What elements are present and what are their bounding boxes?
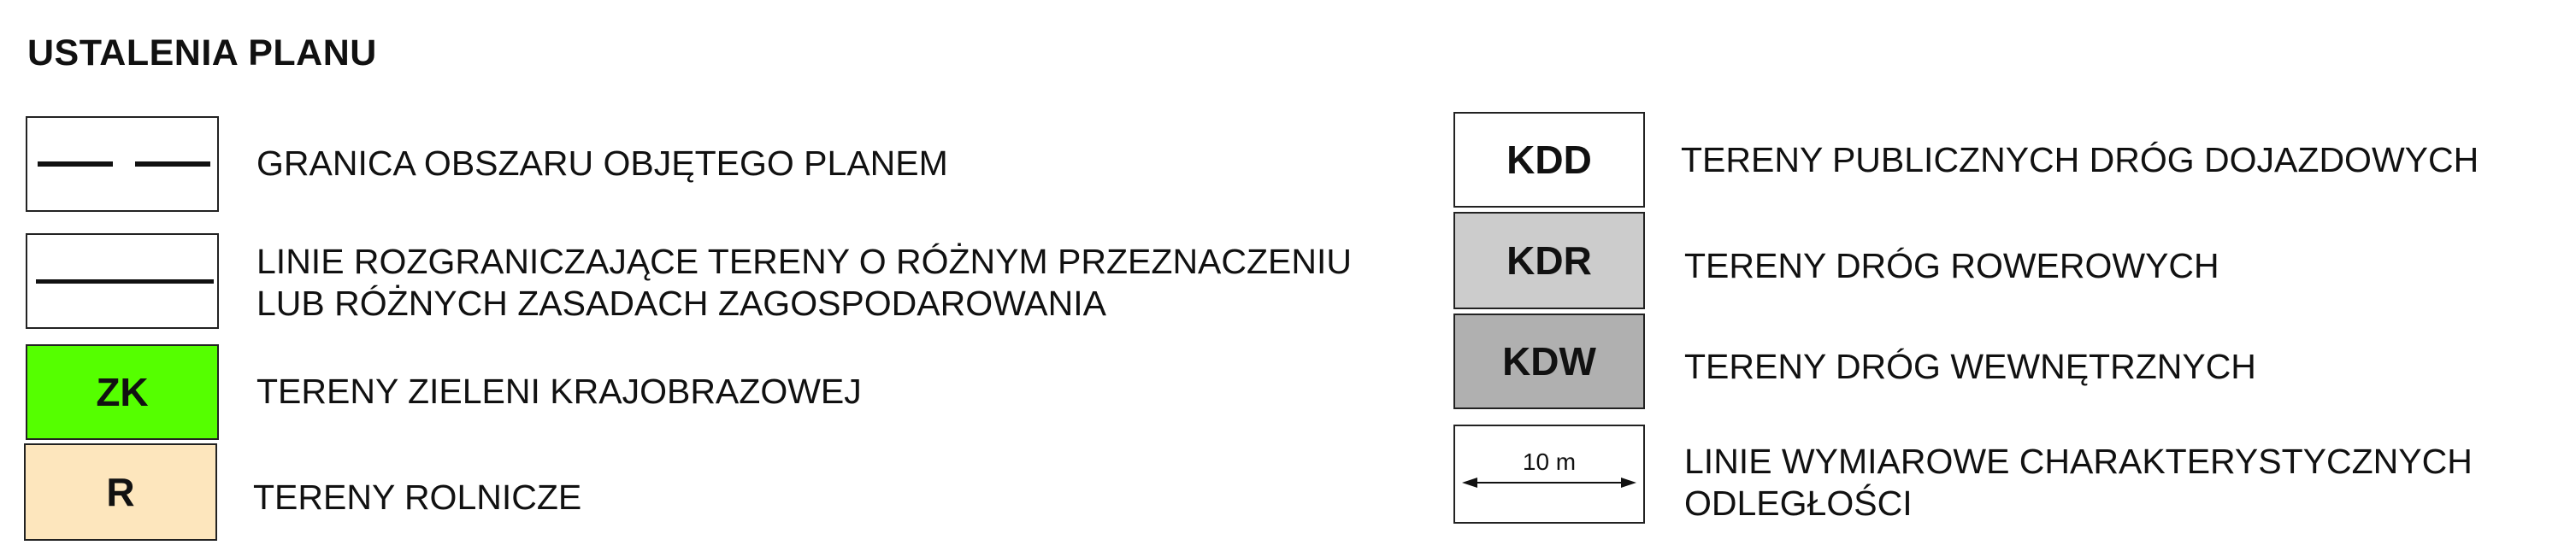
kdw-code: KDW xyxy=(1502,339,1596,384)
kdr-symbol: KDR xyxy=(1453,212,1645,309)
kdw-label: TERENY DRÓG WEWNĘTRZNYCH xyxy=(1684,347,2256,386)
dash-segment xyxy=(135,161,210,167)
kdr-label: TERENY DRÓG ROWEROWYCH xyxy=(1684,246,2219,285)
solid-line-mark xyxy=(36,279,214,284)
zk-label: TERENY ZIELENI KRAJOBRAZOWEJ xyxy=(256,372,862,411)
zk-symbol: ZK xyxy=(26,344,219,440)
r-symbol: R xyxy=(24,443,217,541)
kdd-label: TERENY PUBLICZNYCH DRÓG DOJAZDOWYCH xyxy=(1681,140,2479,179)
plan-boundary-label: GRANICA OBSZARU OBJĘTEGO PLANEM xyxy=(256,144,948,183)
r-label: TERENY ROLNICZE xyxy=(253,478,582,517)
dimension-line-label: LINIE WYMIAROWE CHARAKTERYSTYCZNYCH ODLE… xyxy=(1684,442,2473,523)
dimension-line-symbol: 10 m xyxy=(1453,425,1645,524)
kdr-code: KDR xyxy=(1506,238,1592,283)
dash-segment xyxy=(38,161,113,167)
zk-code: ZK xyxy=(96,370,149,414)
dimension-arrow-icon xyxy=(1462,478,1636,488)
legend-title: USTALENIA PLANU xyxy=(27,32,377,73)
plan-boundary-symbol xyxy=(26,116,219,212)
dividing-line-symbol xyxy=(26,233,219,329)
r-code: R xyxy=(106,470,135,514)
dividing-line-label: LINIE ROZGRANICZAJĄCE TERENY O RÓŻNYM PR… xyxy=(256,242,1353,323)
kdd-symbol: KDD xyxy=(1453,112,1645,208)
kdd-code: KDD xyxy=(1506,138,1592,182)
kdw-symbol: KDW xyxy=(1453,314,1645,409)
dimension-value: 10 m xyxy=(1522,448,1577,475)
